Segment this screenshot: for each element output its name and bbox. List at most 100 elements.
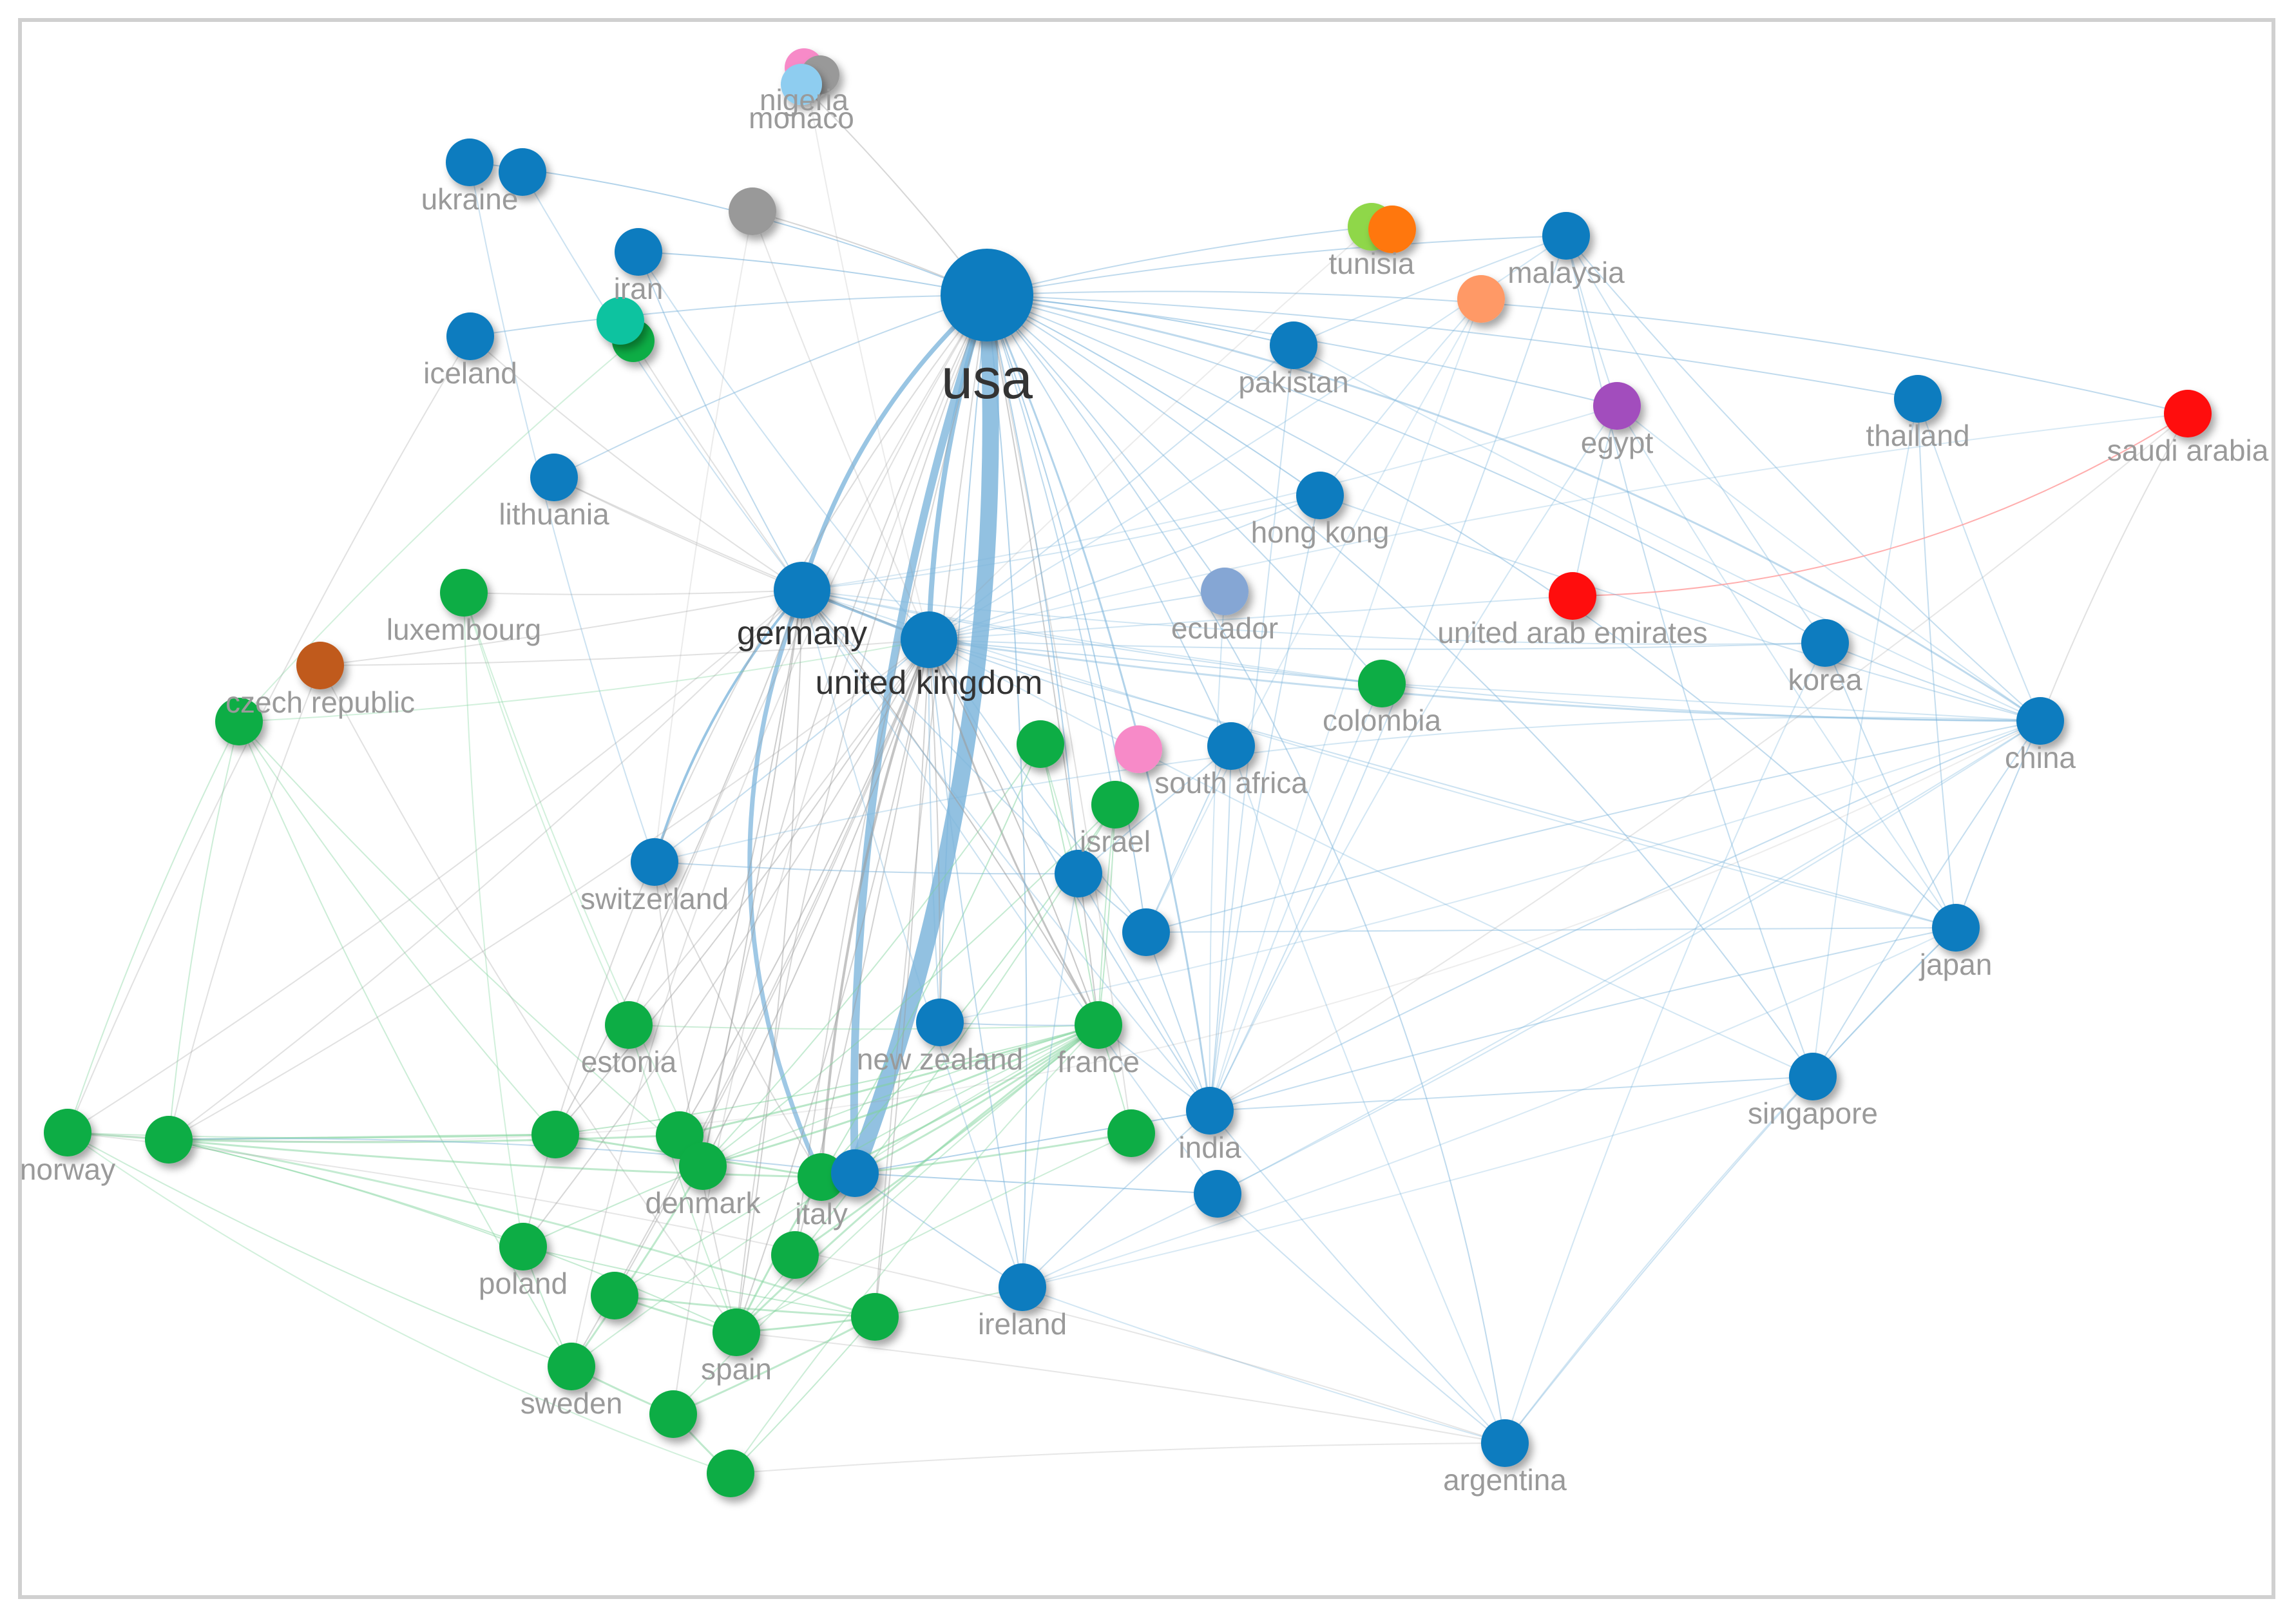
edge-usa-green_sw2 — [673, 294, 988, 1415]
node-blue_sw2[interactable] — [1122, 908, 1170, 956]
node-norway[interactable] — [44, 1109, 91, 1156]
edge-green_in-spain — [736, 1133, 1132, 1333]
node-blue_in2[interactable] — [1194, 1170, 1241, 1218]
node-colombia[interactable] — [1358, 660, 1406, 707]
edge-japan-ireland — [1022, 927, 1956, 1288]
edge-france-israel — [1098, 804, 1116, 1026]
edge-japan-singapore — [1812, 927, 1956, 1077]
edge-usa-hongkong — [986, 294, 1321, 496]
edge-china-singapore — [1812, 720, 2041, 1077]
node-green_sa[interactable] — [1017, 720, 1064, 768]
node-tunisia2[interactable] — [1368, 206, 1416, 253]
node-monaco[interactable] — [781, 64, 822, 105]
edge-estonia-uk — [628, 639, 930, 1026]
node-sweden[interactable] — [548, 1343, 595, 1390]
edge-green_dk2-uk — [679, 639, 930, 1136]
edge-usa-singapore — [986, 294, 1813, 1077]
node-iran[interactable] — [615, 228, 662, 276]
node-green_dk1[interactable] — [531, 1111, 579, 1158]
node-layer — [44, 48, 2212, 1497]
node-denmark[interactable] — [679, 1142, 727, 1190]
node-korea[interactable] — [1801, 619, 1849, 667]
node-teal1[interactable] — [597, 297, 644, 345]
node-lithuania[interactable] — [530, 454, 578, 501]
node-green_sw2[interactable] — [649, 1390, 697, 1438]
node-green_pl3[interactable] — [591, 1272, 638, 1319]
edge-norway-germany — [67, 589, 803, 1133]
node-china[interactable] — [2016, 697, 2064, 745]
node-ecuador[interactable] — [1201, 568, 1248, 615]
edge-saudi-china — [2040, 413, 2188, 722]
node-israel[interactable] — [1091, 781, 1139, 829]
edge-israel-france — [1098, 804, 1116, 1026]
edge-spain-france — [735, 1024, 1100, 1334]
node-egypt[interactable] — [1593, 382, 1641, 430]
node-label-china: china — [2005, 741, 2076, 774]
node-southafrica[interactable] — [1207, 722, 1255, 770]
edge-germany-switzerland — [653, 589, 803, 863]
node-germany[interactable] — [774, 562, 830, 618]
node-grey1[interactable] — [729, 187, 776, 235]
node-label-usa: usa — [941, 347, 1033, 410]
node-ukraine2[interactable] — [499, 148, 546, 196]
node-usa[interactable] — [941, 249, 1033, 341]
edge-iran-uk — [638, 251, 930, 640]
node-pink2[interactable] — [1115, 725, 1162, 773]
node-label-malaysia: malaysia — [1507, 256, 1625, 289]
node-malaysia[interactable] — [1542, 212, 1590, 260]
edge-luxembourg-denmark — [463, 592, 703, 1167]
edge-green_no-italy — [167, 1138, 823, 1178]
node-poland[interactable] — [499, 1223, 547, 1270]
edge-usa-iceland — [470, 294, 988, 337]
node-blue_sw[interactable] — [1055, 850, 1102, 897]
node-uk[interactable] — [901, 611, 957, 668]
node-blue_it[interactable] — [831, 1149, 879, 1197]
edge-egypt-japan — [1616, 405, 1956, 928]
node-france[interactable] — [1075, 1001, 1122, 1049]
node-ireland[interactable] — [999, 1263, 1046, 1311]
edge-singapore-ireland — [1022, 1076, 1813, 1288]
edge-uk-france — [928, 638, 1100, 1026]
node-green_in[interactable] — [1107, 1109, 1155, 1157]
edge-china-japan — [1955, 720, 2041, 928]
edge-malaysia-china — [1565, 235, 2041, 722]
edge-japan-india — [1209, 927, 1956, 1111]
node-salmon1[interactable] — [1457, 275, 1505, 323]
node-singapore[interactable] — [1789, 1053, 1837, 1100]
node-thailand[interactable] — [1894, 375, 1942, 423]
edge-blue_it-india — [854, 1110, 1210, 1174]
edge-denmark-germany — [702, 589, 803, 1167]
edge-saudi-uae — [1572, 413, 2188, 597]
edge-usa-saudi — [986, 291, 2188, 414]
node-ukraine[interactable] — [446, 139, 493, 186]
node-switzerland[interactable] — [631, 838, 678, 886]
node-luxembourg[interactable] — [440, 569, 488, 617]
edge-malaysia-pakistan — [1293, 235, 1567, 346]
node-green_no[interactable] — [145, 1116, 193, 1164]
node-green_sw3[interactable] — [707, 1450, 754, 1497]
node-green_pl2[interactable] — [771, 1231, 819, 1279]
node-newzealand[interactable] — [916, 999, 964, 1046]
node-hongkong[interactable] — [1296, 472, 1344, 519]
edge-estonia-spain — [628, 1024, 737, 1333]
node-pakistan[interactable] — [1270, 321, 1317, 369]
edge-green_i-green_cz — [238, 340, 634, 722]
node-estonia[interactable] — [605, 1001, 653, 1049]
node-iceland[interactable] — [446, 312, 494, 360]
node-saudi[interactable] — [2164, 390, 2212, 437]
edge-ireland-argentina — [1022, 1287, 1506, 1444]
node-india[interactable] — [1186, 1087, 1234, 1135]
node-czech[interactable] — [296, 642, 344, 689]
edge-usa-blue_sw2 — [986, 294, 1147, 933]
node-japan[interactable] — [1932, 904, 1980, 952]
node-spain[interactable] — [713, 1308, 760, 1356]
node-green_cz[interactable] — [215, 698, 263, 745]
node-label-germany: germany — [737, 615, 867, 652]
edge-usa-ukraine — [469, 162, 988, 296]
edge-green_dk1-uk — [555, 639, 930, 1135]
node-uae[interactable] — [1549, 572, 1596, 620]
node-green_sp2[interactable] — [851, 1293, 899, 1341]
node-argentina[interactable] — [1481, 1419, 1529, 1467]
edge-saudi-india — [1209, 413, 2188, 1111]
edge-china-india — [1209, 720, 2041, 1111]
